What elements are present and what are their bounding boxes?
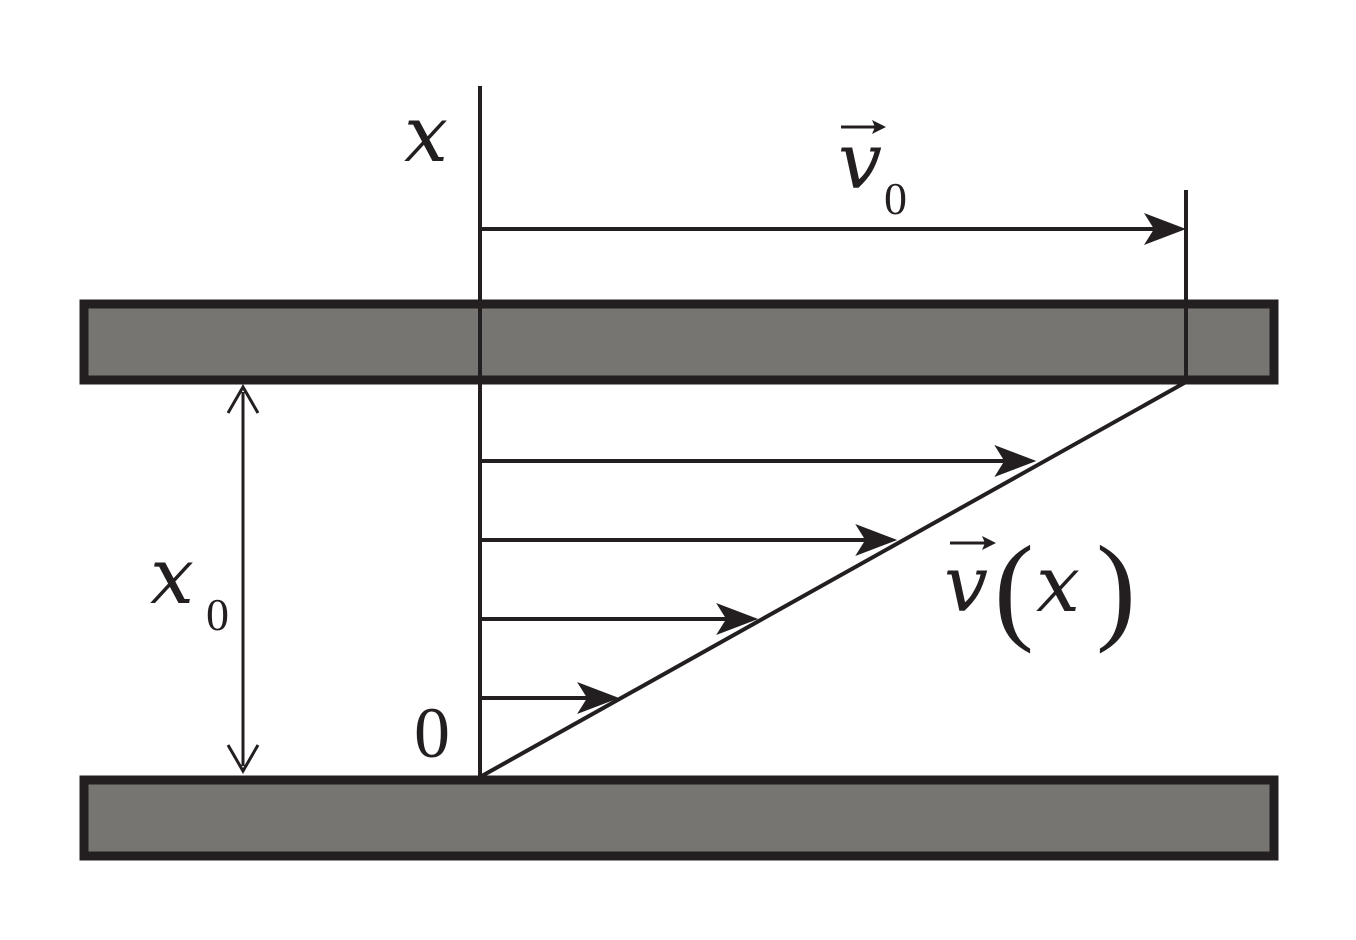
profile-label-close-paren: ) bbox=[1096, 521, 1136, 654]
profile-label-open-paren: ( bbox=[994, 521, 1034, 654]
plate-velocity-arrowhead bbox=[1144, 213, 1186, 245]
profile-label-symbol: v bbox=[944, 540, 988, 630]
profile-arrowhead-3 bbox=[855, 524, 898, 556]
profile-label-argument: x bbox=[1036, 540, 1080, 630]
bottom-plate bbox=[79, 775, 1279, 861]
gap-label-subscript: 0 bbox=[206, 589, 229, 640]
plate-velocity-vector-arrow bbox=[841, 120, 886, 134]
gap-arrowhead-top bbox=[226, 383, 260, 414]
top-plate bbox=[79, 299, 1279, 385]
gap-arrowhead-bottom bbox=[226, 744, 260, 775]
origin-label: 0 bbox=[414, 693, 450, 773]
gap-label-symbol: x bbox=[150, 532, 194, 622]
velocity-profile-arrows bbox=[480, 445, 1037, 714]
profile-arrowhead-4 bbox=[994, 445, 1037, 477]
profile-vector-arrow bbox=[950, 536, 996, 550]
velocity-profile-line bbox=[479, 380, 1187, 779]
profile-arrowhead-1 bbox=[577, 682, 620, 714]
profile-arrowhead-2 bbox=[716, 603, 759, 635]
x-axis-label: x bbox=[404, 90, 448, 180]
plate-velocity-label-subscript: 0 bbox=[884, 173, 907, 224]
